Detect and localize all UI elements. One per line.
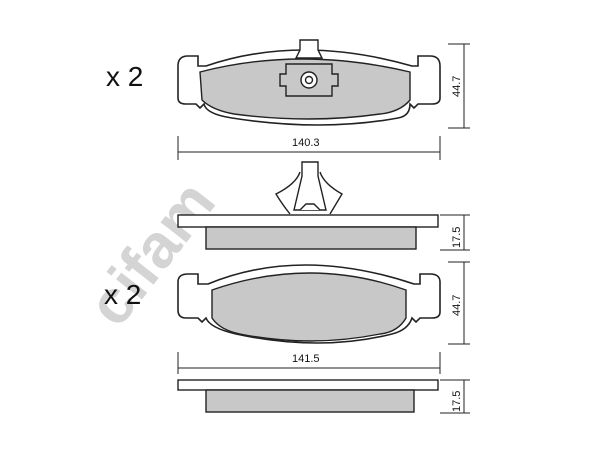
- pad1-spring-clip: [275, 161, 343, 215]
- pad1-height-label: 44.7: [451, 76, 463, 97]
- pad2-height-dimension: [448, 261, 470, 345]
- pad2-height-label: 44.7: [451, 295, 463, 316]
- pad1-width-dimension: [177, 136, 441, 160]
- pad1-quantity: x 2: [106, 61, 143, 92]
- pad2-thickness-dimension: [440, 379, 470, 414]
- pad1-thickness-dimension: [440, 214, 470, 251]
- pad2-side-view: [177, 379, 439, 413]
- pad1-wear-sensor: [279, 39, 339, 97]
- pad2-friction-material: [211, 272, 407, 342]
- pad2-width-dimension: [177, 352, 441, 374]
- pad2-thickness-label: 17.5: [451, 391, 463, 412]
- pad1-side-view: [177, 214, 439, 250]
- pad1-thickness-label: 17.5: [451, 227, 463, 248]
- pad2-width-label: 141.5: [292, 353, 320, 365]
- pad1-width-label: 140.3: [292, 137, 320, 149]
- pad1-height-dimension: [448, 43, 470, 129]
- pad2-quantity: x 2: [104, 279, 141, 310]
